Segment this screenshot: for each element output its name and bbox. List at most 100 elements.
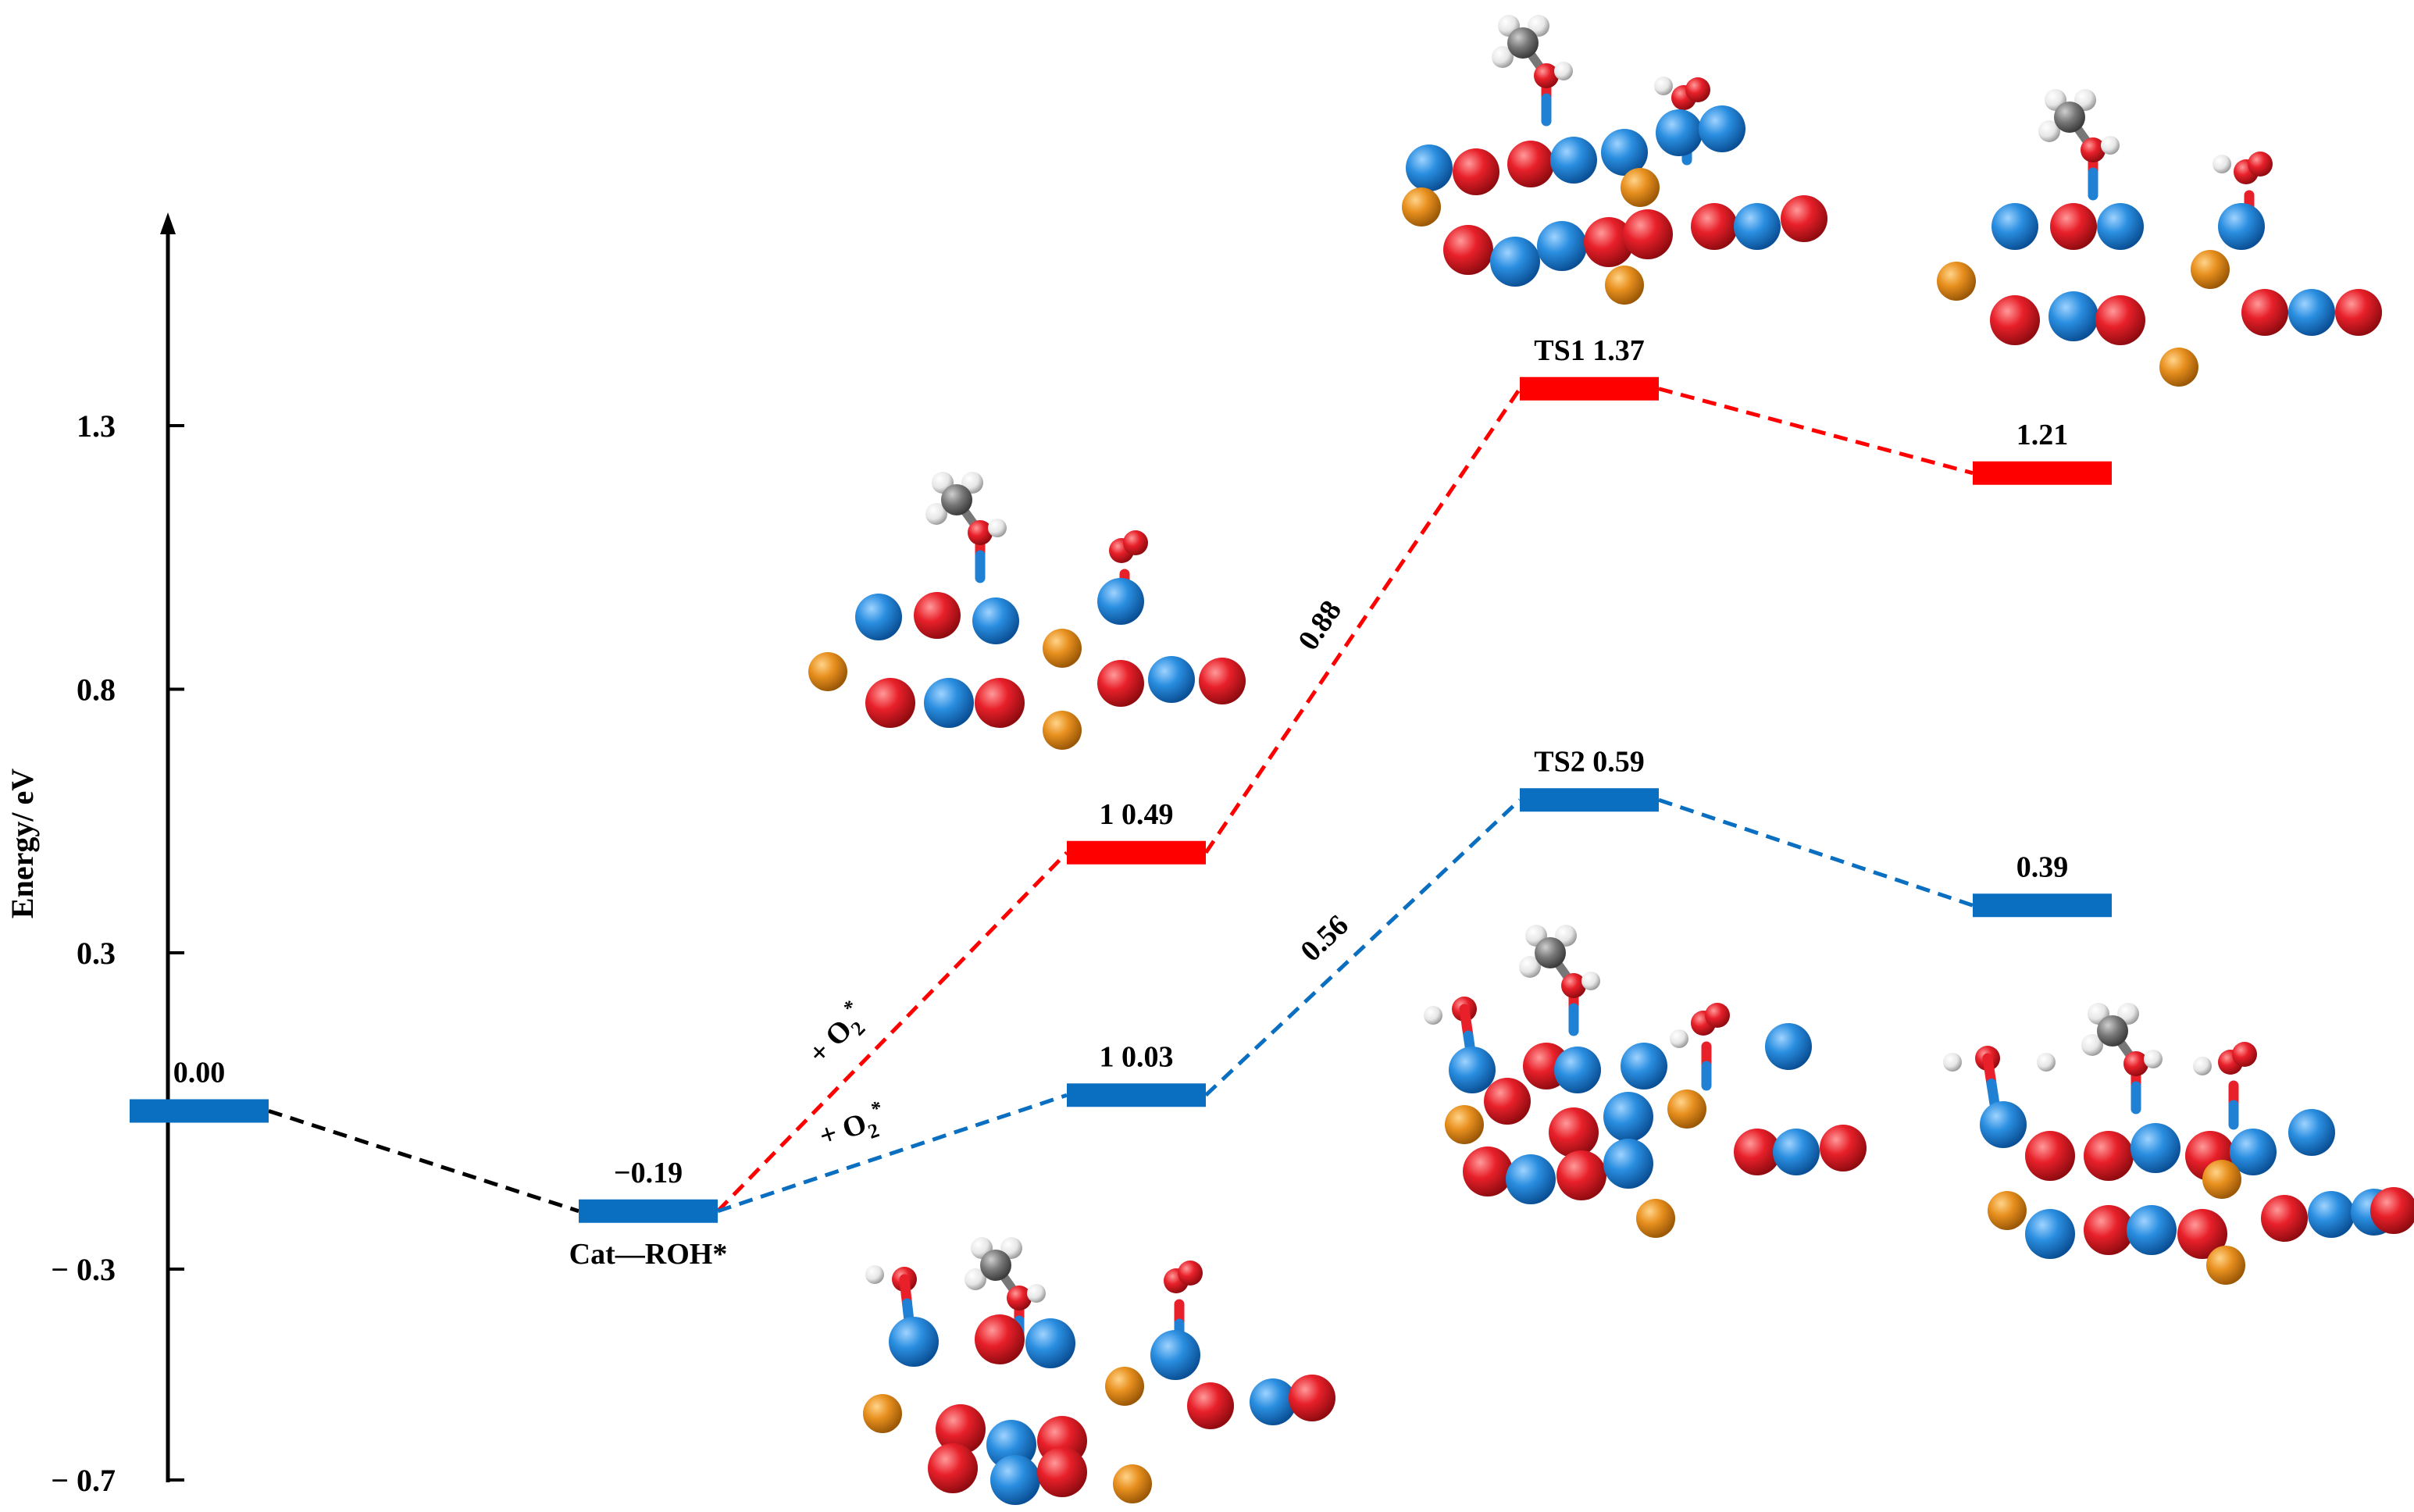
atom xyxy=(1113,1464,1152,1503)
structure-final-blue xyxy=(1943,1003,2414,1285)
atom xyxy=(865,678,915,728)
level-label-ts1: TS1 1.37 xyxy=(1534,334,1644,367)
atom xyxy=(1097,660,1144,707)
level-label-blue-1: 1 0.03 xyxy=(1100,1040,1174,1073)
atom xyxy=(1507,27,1539,59)
atom xyxy=(1199,658,1246,704)
level-sublabel-cat-roh: Cat—ROH* xyxy=(569,1238,728,1271)
atom xyxy=(1943,1053,1962,1072)
atom xyxy=(1150,1330,1200,1380)
atom xyxy=(2054,102,2085,133)
y-tick-label: − 0.3 xyxy=(51,1252,116,1287)
annotation-superscript: * xyxy=(839,996,862,1019)
connector-cat-roh-to-red-1 xyxy=(716,851,1068,1213)
atom xyxy=(936,1404,986,1454)
atom xyxy=(2213,155,2231,173)
atom xyxy=(2232,1042,2257,1067)
atom xyxy=(2191,250,2230,289)
atom xyxy=(1148,656,1195,703)
atom xyxy=(1937,262,1976,301)
atom xyxy=(2202,1160,2241,1199)
y-ticks: 1.30.80.3− 0.3− 0.7 xyxy=(51,408,184,1498)
level-bar-red-final xyxy=(1973,461,2112,485)
level-label-cat-roh: −0.19 xyxy=(614,1157,683,1189)
atom xyxy=(1492,46,1514,68)
atom xyxy=(2101,136,2120,155)
atom xyxy=(2025,1209,2075,1259)
atom xyxy=(1556,1150,1606,1200)
level-label-blue-final: 0.39 xyxy=(2016,850,2069,883)
atom xyxy=(1250,1378,1296,1425)
atom xyxy=(2097,1015,2128,1047)
connector-cat-roh-to-blue-1 xyxy=(717,1093,1068,1214)
atom xyxy=(1535,937,1566,968)
connector-red-1-to-ts1 xyxy=(1203,387,1522,854)
atom xyxy=(2206,1246,2245,1285)
atom xyxy=(1636,1199,1675,1238)
connector-blue-1-to-ts2 xyxy=(1204,798,1521,1097)
atom xyxy=(1734,203,1781,250)
atom xyxy=(975,1314,1025,1364)
atom xyxy=(1554,1047,1601,1093)
atom xyxy=(1445,1105,1484,1144)
atom xyxy=(1123,530,1148,555)
atom xyxy=(988,519,1007,537)
atom xyxy=(1537,221,1587,271)
atom xyxy=(2049,291,2098,341)
atom xyxy=(2288,1109,2335,1156)
atom xyxy=(1507,141,1554,187)
y-tick-label: 1.3 xyxy=(77,408,116,444)
level-label-start: 0.00 xyxy=(173,1057,226,1089)
atom xyxy=(1734,1129,1781,1175)
atom xyxy=(1656,109,1703,156)
structure-final-red xyxy=(1937,89,2382,387)
atom xyxy=(2095,295,2145,345)
atom xyxy=(1581,972,1600,990)
structure-intermediate-blue xyxy=(863,1237,1335,1505)
annotation-text: 0.88 xyxy=(1292,595,1348,657)
atom xyxy=(941,484,972,515)
y-tick-label: − 0.7 xyxy=(51,1463,116,1498)
atom xyxy=(2261,1195,2308,1242)
atom xyxy=(1424,1006,1442,1025)
connectors xyxy=(268,387,1974,1214)
atom xyxy=(2081,1034,2103,1056)
atom xyxy=(1561,973,1586,998)
atom xyxy=(1699,105,1745,152)
atom xyxy=(1463,1146,1513,1196)
atom xyxy=(1773,1129,1820,1175)
atom xyxy=(2037,1053,2056,1072)
atom xyxy=(1025,1318,1075,1368)
atom xyxy=(2335,289,2382,336)
level-bar-blue-final xyxy=(1973,893,2112,918)
atom xyxy=(1443,225,1493,275)
atom xyxy=(1506,1154,1556,1204)
atom xyxy=(1603,1139,1653,1189)
atom xyxy=(1105,1367,1144,1406)
atom xyxy=(865,1265,884,1284)
atom xyxy=(1765,1023,1812,1070)
level-bar-ts1 xyxy=(1520,376,1659,401)
level-bar-red-1 xyxy=(1067,840,1206,865)
atom xyxy=(1178,1261,1203,1286)
y-axis-title: Energy/ eV xyxy=(5,768,40,918)
atom xyxy=(1453,148,1499,195)
energy-levels xyxy=(130,376,2112,1223)
atom xyxy=(863,1394,902,1433)
atom xyxy=(1007,1286,1032,1311)
atom xyxy=(2144,1050,2163,1068)
atom xyxy=(1980,1101,2027,1148)
atom xyxy=(2308,1191,2355,1238)
atom xyxy=(1621,1043,1667,1089)
level-label-ts2: TS2 0.59 xyxy=(1534,745,1644,778)
atom xyxy=(1691,203,1738,250)
level-label-red-1: 1 0.49 xyxy=(1100,798,1174,831)
atom xyxy=(1043,711,1082,750)
atom xyxy=(914,592,961,639)
atom xyxy=(1705,1003,1730,1028)
atom xyxy=(1187,1382,1234,1429)
annotation-subscript: 2 xyxy=(865,1118,882,1143)
y-axis: 1.30.80.3− 0.3− 0.7 Energy/ eV xyxy=(5,212,184,1498)
